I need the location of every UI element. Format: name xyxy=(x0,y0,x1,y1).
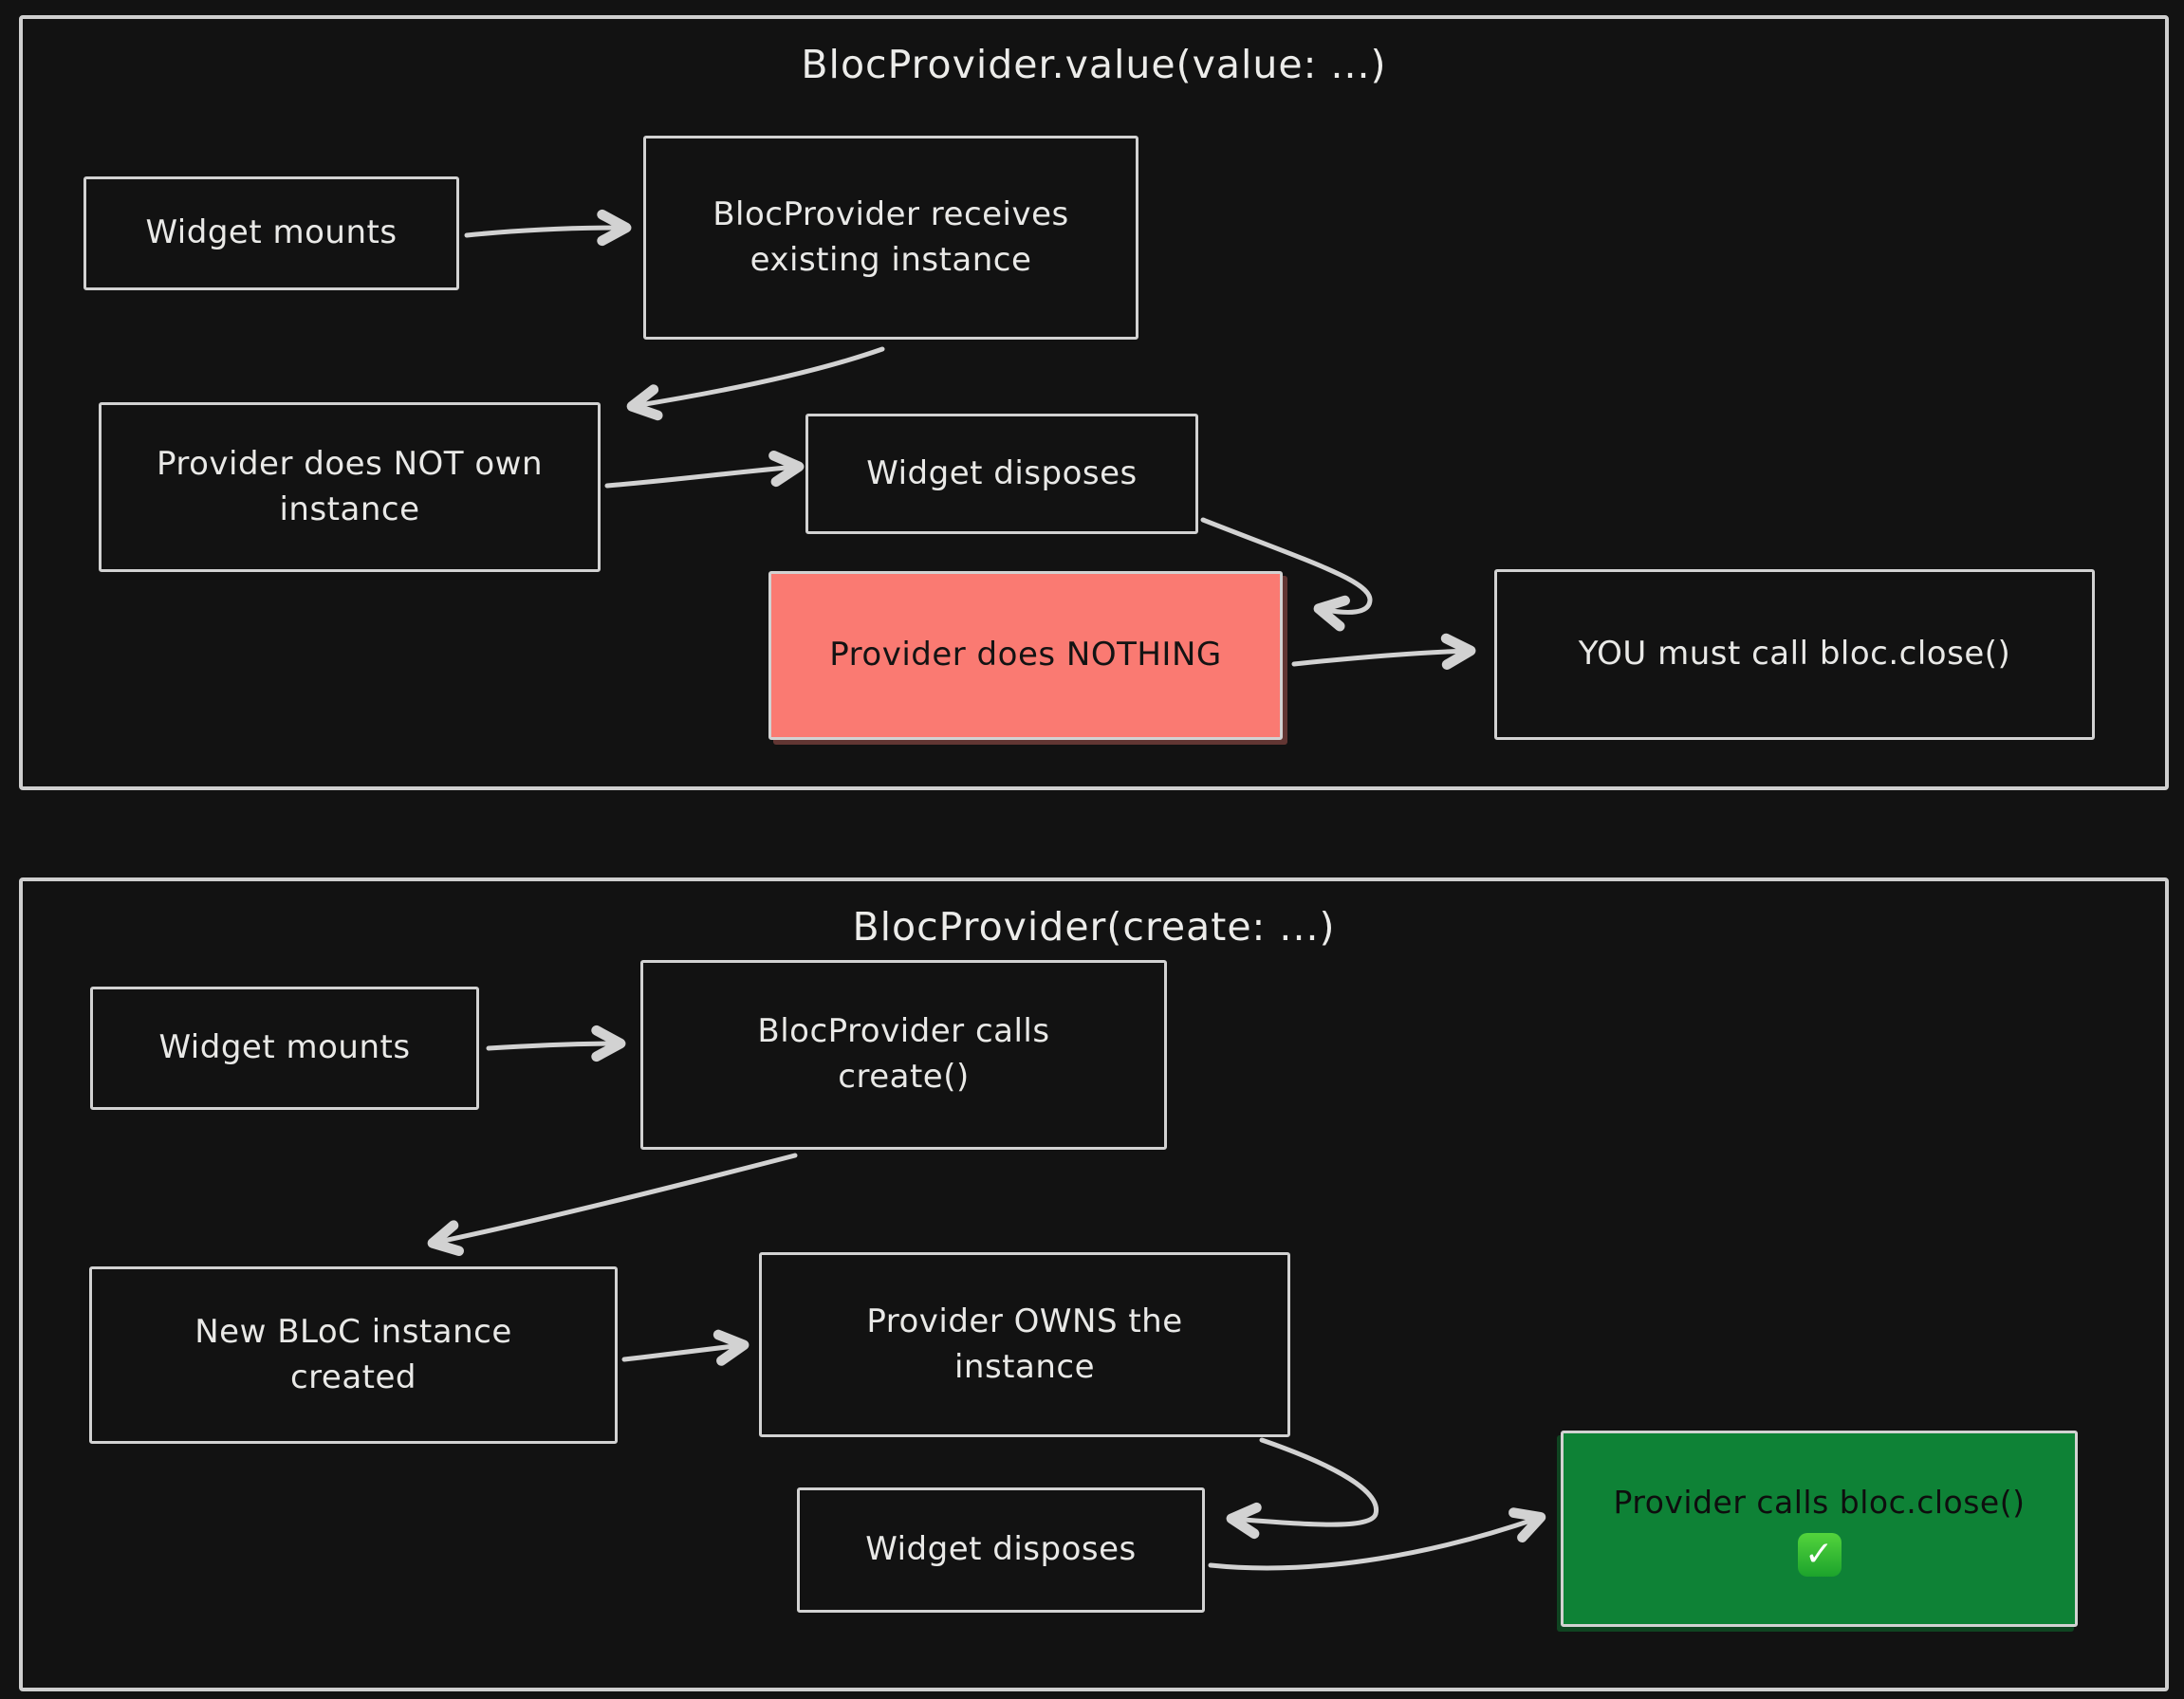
node-widget-disposes-top: Widget disposes xyxy=(805,414,1198,534)
provider-closes-label: Provider calls bloc.close() xyxy=(1613,1484,2026,1522)
panel-title-value: BlocProvider.value(value: ...) xyxy=(801,42,1387,87)
node-provider-closes: Provider calls bloc.close() ✓ xyxy=(1561,1431,2078,1627)
node-widget-disposes-bottom: Widget disposes xyxy=(797,1487,1205,1613)
node-owns-instance: Provider OWNS the instance xyxy=(759,1252,1290,1437)
node-you-must-close: YOU must call bloc.close() xyxy=(1494,569,2095,740)
node-new-instance: New BLoC instance created xyxy=(89,1266,618,1444)
panel-blocprovider-value: BlocProvider.value(value: ...) xyxy=(19,15,2169,790)
node-calls-create: BlocProvider calls create() xyxy=(640,960,1167,1150)
node-not-own-instance: Provider does NOT own instance xyxy=(99,402,601,572)
node-widget-mounts-top: Widget mounts xyxy=(83,176,459,290)
panel-blocprovider-create: BlocProvider(create: ...) xyxy=(19,877,2169,1691)
node-widget-mounts-bottom: Widget mounts xyxy=(90,987,479,1110)
node-provider-does-nothing: Provider does NOTHING xyxy=(768,571,1283,740)
node-receives-existing: BlocProvider receives existing instance xyxy=(643,136,1138,340)
panel-title-create: BlocProvider(create: ...) xyxy=(852,904,1336,950)
check-icon: ✓ xyxy=(1797,1532,1842,1577)
